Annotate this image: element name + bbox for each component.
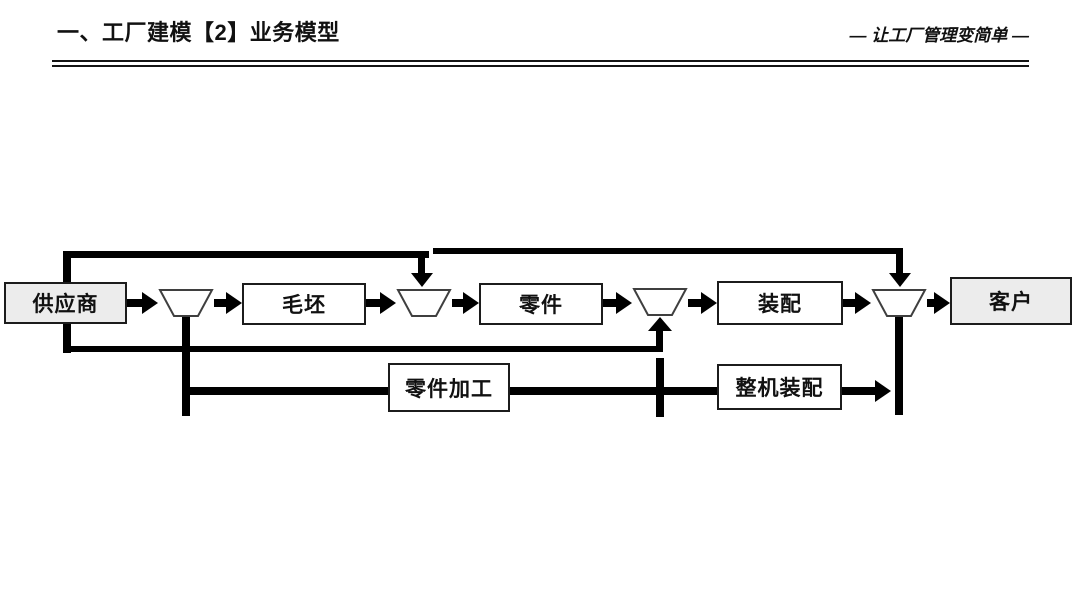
- funnel1-icon: [158, 289, 214, 317]
- header-divider: [52, 60, 1029, 67]
- page-title: 一、工厂建模【2】业务模型: [57, 20, 340, 45]
- processing-flow-line: [190, 387, 875, 395]
- node-part-processing: 零件加工: [388, 363, 510, 412]
- blank-to-funnel2-arrow: [366, 292, 396, 314]
- funnel1-output-line: [182, 315, 190, 416]
- node-assembly: 装配: [717, 281, 843, 325]
- funnel2-icon: [396, 289, 452, 317]
- supplier-to-funnel2-top-line: [63, 251, 429, 258]
- funnel2-inflow-shaft: [418, 251, 425, 273]
- funnel3-icon: [632, 288, 688, 316]
- funnel4-icon: [871, 289, 927, 317]
- funnel4-inflow-arrow-icon: [889, 273, 911, 287]
- funnel4-inflow-shaft: [896, 248, 903, 273]
- funnel3-to-assembly-arrow: [688, 292, 717, 314]
- node-machine-assembly: 整机装配: [717, 364, 842, 410]
- supplier-to-funnel3-bottom-line: [63, 346, 663, 352]
- node-blank: 毛坯: [242, 283, 366, 325]
- top-line-to-funnel4: [433, 248, 903, 254]
- funnel2-inflow-arrow-icon: [411, 273, 433, 287]
- funnel2-to-part-arrow: [452, 292, 479, 314]
- node-supplier: 供应商: [4, 282, 127, 324]
- assembly-to-funnel4-arrow: [843, 292, 871, 314]
- part-to-funnel3-arrow: [603, 292, 632, 314]
- funnel4-output-line: [895, 316, 903, 415]
- page-slogan: — 让工厂管理变简单 —: [849, 26, 1029, 45]
- funnel4-to-customer-arrow: [927, 292, 950, 314]
- node-customer: 客户: [950, 277, 1072, 325]
- node-part: 零件: [479, 283, 603, 325]
- processing-flow-arrow-icon: [875, 380, 891, 402]
- supplier-to-funnel1-arrow: [127, 292, 158, 314]
- funnel1-to-blank-arrow: [214, 292, 242, 314]
- funnel3-inflow-arrow-icon: [648, 317, 672, 331]
- funnel3-inflow-shaft: [656, 331, 663, 352]
